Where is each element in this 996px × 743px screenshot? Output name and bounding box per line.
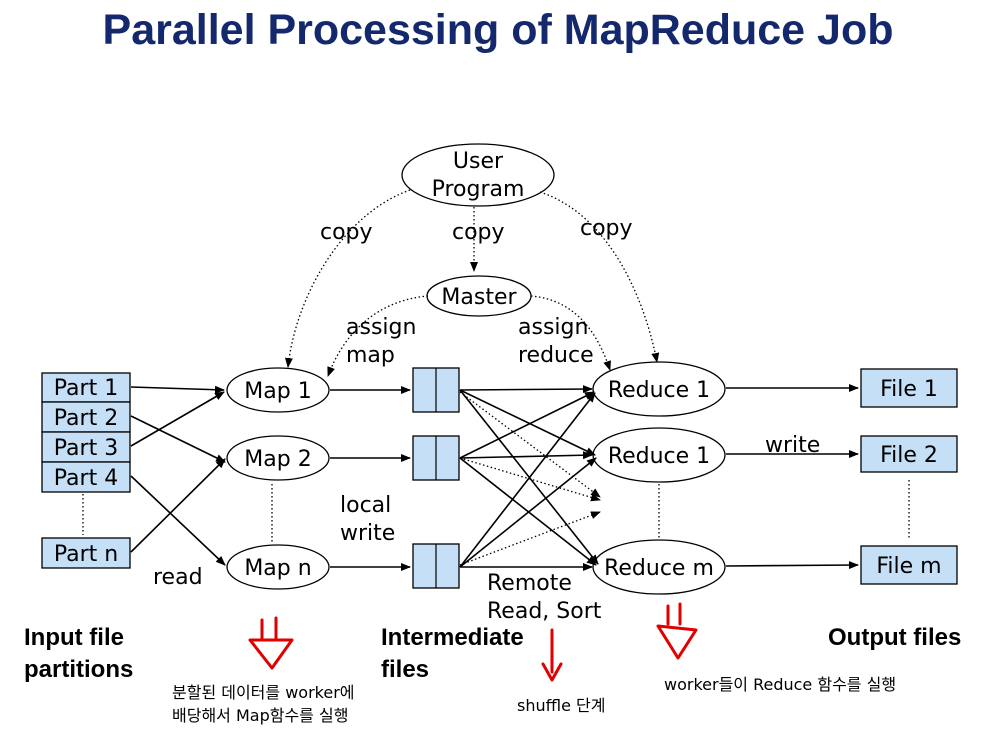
- copy-label-right: copy: [580, 216, 633, 241]
- reduce-m-node: [592, 539, 726, 595]
- part-n-box: [41, 537, 131, 569]
- red-arrow-map-annotation: [248, 616, 294, 670]
- page-title: Parallel Processing of MapReduce Job: [102, 6, 894, 54]
- red-arrow-shuffle-annotation: [541, 628, 563, 682]
- arrow-part2-map2: [130, 415, 226, 463]
- output-section-label: Output files: [828, 624, 961, 651]
- file-m-label: File m: [876, 554, 941, 579]
- red-arrow-reduce-annotation: [656, 602, 698, 660]
- remote-read-label-line2: Read, Sort: [487, 599, 602, 624]
- part-n-label: Part n: [54, 542, 118, 567]
- assign-map-label-line1: assign: [346, 315, 416, 340]
- file-2-label: File 2: [880, 443, 938, 468]
- remote-read-label-line1: Remote: [487, 571, 572, 596]
- map-2-label: Map 2: [244, 447, 311, 472]
- map-1-label: Map 1: [244, 379, 311, 404]
- file-2-box: [860, 435, 958, 473]
- reduce-m-label: Reduce m: [604, 556, 714, 581]
- arrow-part4-mapn: [130, 475, 226, 566]
- part-4-box: [41, 461, 131, 493]
- part-1-box: [41, 372, 131, 403]
- reduce-note: worker들이 Reduce 함수를 실행: [664, 675, 896, 694]
- arrow-part1-map1: [130, 385, 225, 394]
- part-1-label: Part 1: [54, 376, 118, 401]
- arrow-partn-map2: [130, 458, 226, 553]
- reduce-1-label: Reduce 1: [608, 378, 710, 403]
- assign-reduce-arrow: [530, 295, 611, 371]
- shuffle-arrows: [459, 385, 599, 571]
- reduce-1-node: [592, 361, 726, 417]
- reduce-2-label: Reduce 1: [608, 444, 710, 469]
- write-label: write: [765, 433, 820, 458]
- assign-map-label-line2: map: [346, 343, 395, 368]
- map-n-node: [226, 544, 330, 590]
- assign-reduce-label-line2: reduce: [518, 343, 594, 368]
- shuffle-note: shuffle 단계: [517, 696, 605, 715]
- copy-arrow-to-map1: [284, 189, 411, 368]
- map-1-node: [226, 367, 330, 413]
- map-2-node: [226, 435, 330, 481]
- copy-label-left: copy: [320, 220, 373, 245]
- map-note-line2: 배당해서 Map함수를 실행: [172, 706, 348, 725]
- shuffle-arrows-dotted: [459, 391, 601, 566]
- part-4-label: Part 4: [54, 466, 118, 491]
- file-1-label: File 1: [880, 377, 938, 402]
- part-2-label: Part 2: [54, 406, 118, 431]
- master-label: Master: [441, 285, 517, 310]
- part-2-box: [41, 401, 131, 433]
- intermediate-section-label-line2: files: [381, 656, 429, 683]
- input-section-label-line1: Input file: [24, 624, 124, 651]
- arrow-reducem-filem: [725, 561, 859, 570]
- input-section-label-line2: partitions: [24, 656, 133, 683]
- local-write-label-line2: write: [340, 521, 395, 546]
- arrow-part3-map1: [130, 391, 225, 447]
- local-write-label-line1: local: [340, 493, 391, 518]
- file-m-box: [860, 545, 958, 585]
- user-program-label-line1: User: [453, 149, 504, 174]
- file-1-box: [860, 368, 958, 408]
- intermediate-section-label-line1: Intermediate: [381, 624, 524, 651]
- copy-arrow-to-reduce1: [539, 191, 660, 363]
- map-n-label: Map n: [244, 556, 311, 581]
- part-3-label: Part 3: [54, 436, 118, 461]
- assign-reduce-label-line1: assign: [518, 315, 588, 340]
- copy-label-middle: copy: [452, 220, 505, 245]
- read-label: read: [153, 565, 203, 590]
- map-note-line1: 분할된 데이터를 worker에: [172, 683, 355, 702]
- user-program-node: [401, 143, 555, 207]
- user-program-label-line2: Program: [432, 177, 525, 202]
